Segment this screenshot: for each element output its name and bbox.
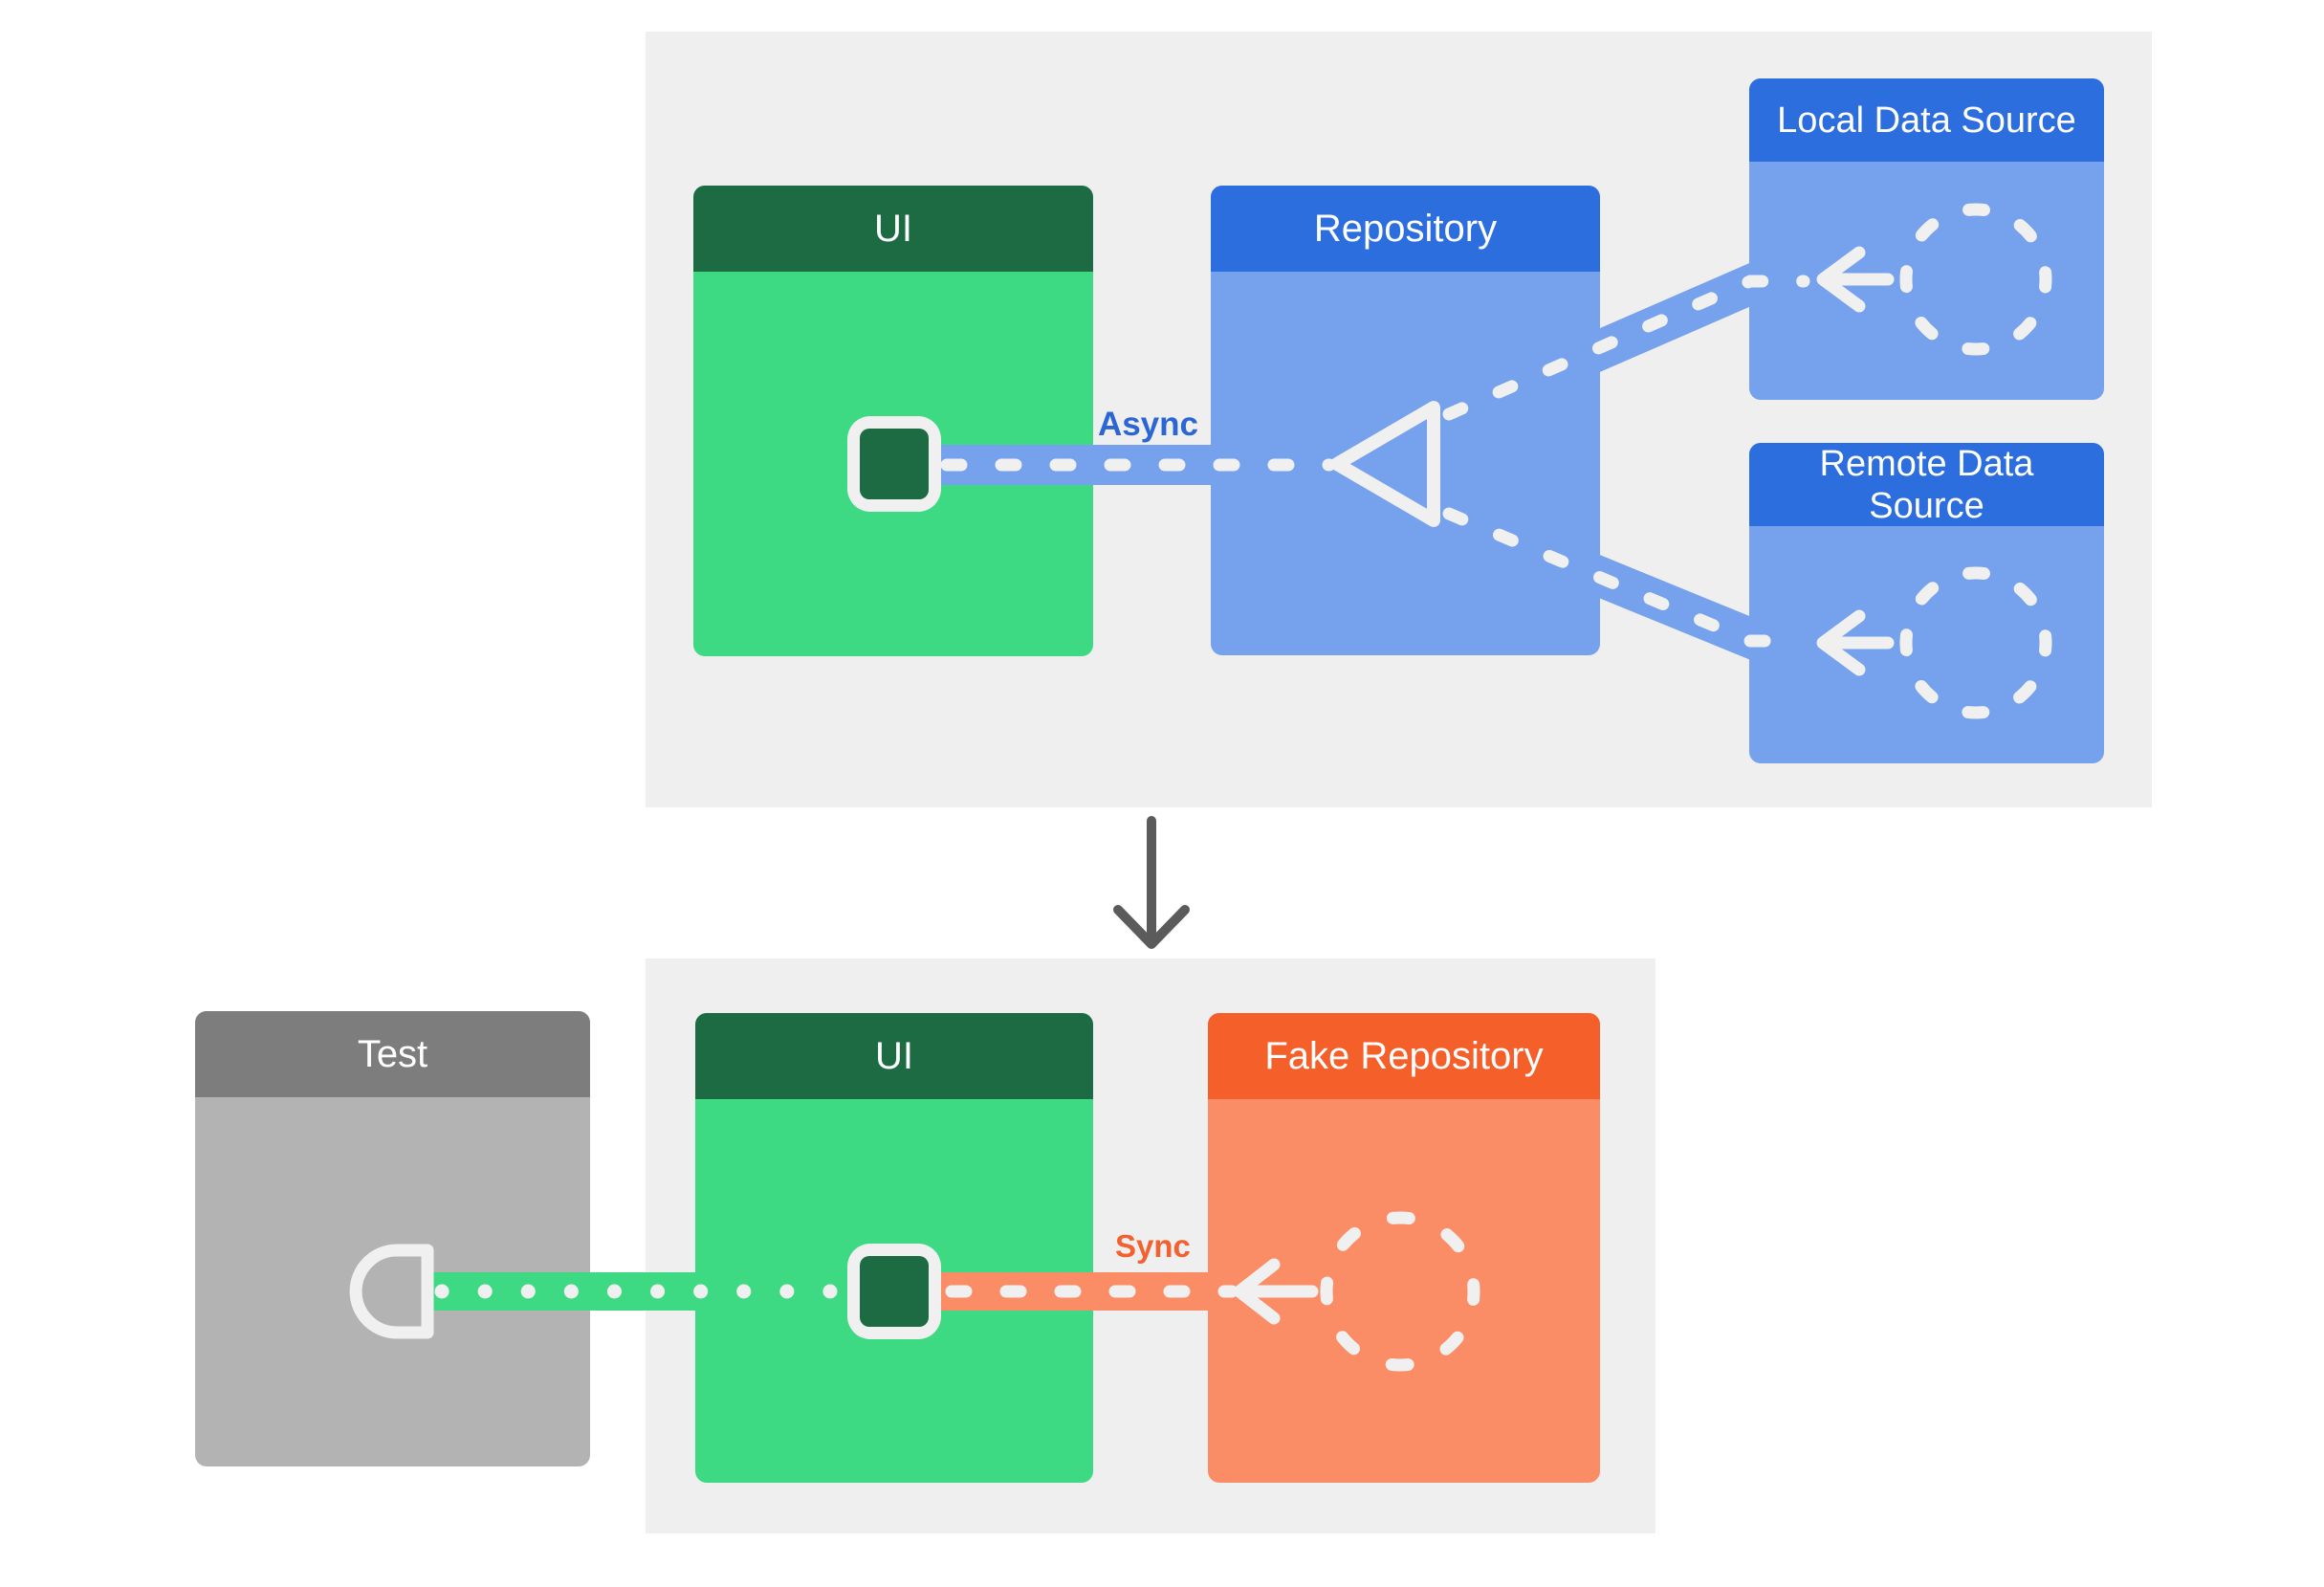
remote-dashed-circle-icon xyxy=(1899,566,2052,719)
ui-card-title: UI xyxy=(693,186,1093,272)
remote-data-source-card: Remote Data Source xyxy=(1749,443,2104,763)
fake-repo-dashed-circle-icon xyxy=(1320,1211,1480,1372)
fake-repository-card-title: Fake Repository xyxy=(1208,1013,1600,1099)
local-data-source-card: Local Data Source xyxy=(1749,78,2104,400)
ui-state-chip-test-icon xyxy=(847,1244,941,1339)
ui-state-chip-inner xyxy=(860,429,929,499)
remote-source-dashed-line xyxy=(1442,507,1810,648)
local-arrow-left-icon xyxy=(1816,246,1895,313)
ui-state-chip-icon xyxy=(847,416,941,512)
ui-state-chip-test-inner xyxy=(860,1256,929,1327)
remote-arrow-left-icon xyxy=(1816,609,1895,676)
fake-repo-arrow-left-icon xyxy=(1233,1258,1319,1325)
fake-repository-card: Fake Repository xyxy=(1208,1013,1600,1483)
test-card-title: Test xyxy=(195,1011,590,1097)
repository-card-title: Repository xyxy=(1211,186,1600,272)
local-dashed-circle-icon xyxy=(1899,203,2052,356)
local-source-lane xyxy=(1407,256,1780,450)
test-card: Test xyxy=(195,1011,590,1466)
ui-card-test-title: UI xyxy=(695,1013,1093,1099)
local-data-source-card-title: Local Data Source xyxy=(1749,78,2104,162)
down-arrow-icon xyxy=(1113,816,1190,949)
test-socket-icon xyxy=(349,1244,434,1339)
remote-data-source-card-title: Remote Data Source xyxy=(1749,443,2104,526)
ui-card: UI xyxy=(693,186,1093,656)
local-source-dashed-line xyxy=(1442,275,1810,421)
sync-label: Sync xyxy=(1115,1228,1191,1264)
async-label: Async xyxy=(1097,406,1198,443)
triangle-connector-icon xyxy=(1330,401,1440,527)
